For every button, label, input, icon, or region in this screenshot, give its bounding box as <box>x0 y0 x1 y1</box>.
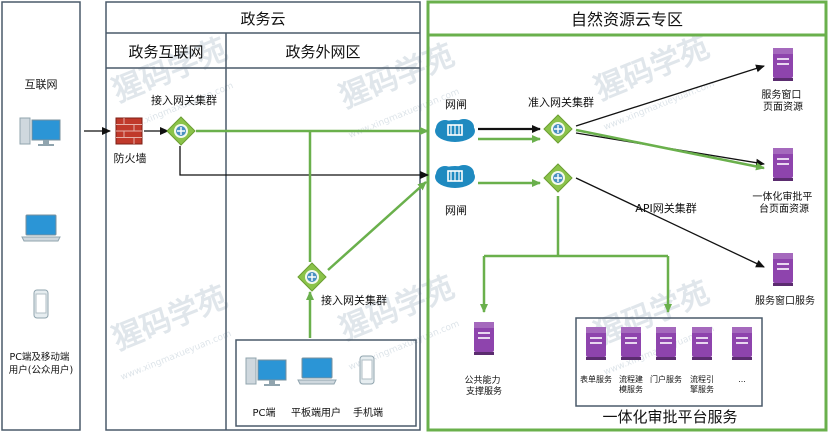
router-gateway-icon <box>297 262 327 292</box>
platform-service-list: 表单服务流程建模服务门户服务流程引擎服务... <box>580 327 752 394</box>
mobile-phone-icon <box>359 355 375 385</box>
brick-wall-icon <box>115 117 143 145</box>
gov-cloud-zone <box>105 1 421 431</box>
gov-internet-title: 政务互联网 <box>128 43 203 61</box>
firewall-label: 防火墙 <box>114 151 147 165</box>
cloud-gate-icon <box>434 118 476 143</box>
mobile-phone-icon <box>33 289 49 319</box>
natural-resources-zone <box>426 0 828 432</box>
internet-label: 互联网 <box>25 78 58 91</box>
phone-label: 手机端 <box>353 406 383 419</box>
public-support-label: 公共能力 支撑服务 <box>465 374 504 397</box>
desktop-computer-icon <box>245 357 287 387</box>
platform-service-label: 流程建模服务 <box>619 374 643 394</box>
gov-extranet-title: 政务外网区 <box>285 43 360 61</box>
server-icon <box>773 253 793 286</box>
access-gateway-top-label: 接入网关集群 <box>151 93 217 107</box>
service-window-page-label: 服务窗口 页面资源 <box>761 88 804 113</box>
desktop-computer-icon <box>19 117 61 147</box>
natural-resources-title: 自然资源云专区 <box>571 10 683 29</box>
platform-title: 一体化审批平台服务 <box>602 408 737 426</box>
server-icon <box>773 148 793 181</box>
extranet-users-box <box>235 339 417 427</box>
platform-box <box>575 317 763 407</box>
platform-service-label: 流程引擎服务 <box>690 374 714 394</box>
public-users-label: PC端及移动端 用户(公众用户) <box>9 351 73 376</box>
laptop-icon <box>21 214 61 242</box>
service-window-service-label: 服务窗口服务 <box>755 294 815 307</box>
server-icon <box>732 327 752 360</box>
server-icon <box>656 327 676 360</box>
router-gateway-icon <box>543 114 573 144</box>
server-icon <box>474 322 494 355</box>
router-gateway-icon <box>166 116 196 146</box>
internet-zone <box>1 1 81 431</box>
approval-page-label: 一体化审批平 台页面资源 <box>752 190 815 215</box>
gov-cloud-title: 政务云 <box>240 10 285 28</box>
server-icon <box>621 327 641 360</box>
server-icon <box>586 327 606 360</box>
server-icon <box>692 327 712 360</box>
tablet-label: 平板端用户 <box>291 406 341 419</box>
admission-gateway-label: 准入网关集群 <box>528 95 594 109</box>
cloud-gate-icon <box>434 164 476 189</box>
server-icon <box>773 48 793 81</box>
gate-1-label: 网闸 <box>445 98 467 111</box>
api-gateway-label: API网关集群 <box>635 201 696 215</box>
platform-service-label: 门户服务 <box>650 374 682 384</box>
platform-service-label: ... <box>738 375 746 384</box>
pc-label: PC端 <box>252 406 275 419</box>
gate-2-label: 网闸 <box>445 204 467 217</box>
access-gateway-bottom-label: 接入网关集群 <box>321 293 387 307</box>
router-gateway-icon <box>543 163 573 193</box>
laptop-icon <box>297 357 337 385</box>
platform-service-label: 表单服务 <box>580 374 612 384</box>
